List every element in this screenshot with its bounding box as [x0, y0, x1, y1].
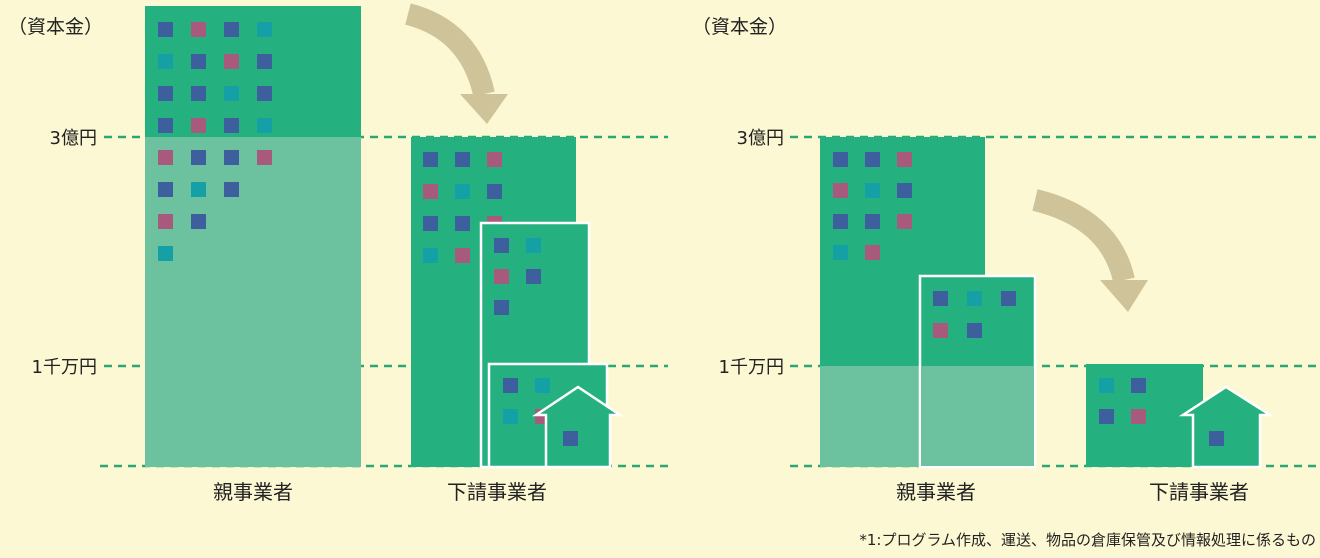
window: [967, 291, 982, 306]
window: [897, 152, 912, 167]
left-house-window: [563, 431, 578, 446]
window: [158, 214, 173, 229]
left-sub-label: 下請事業者: [447, 480, 547, 504]
right-house-icon: [1178, 385, 1275, 469]
window: [865, 183, 880, 198]
window: [833, 245, 848, 260]
window: [503, 409, 518, 424]
window: [455, 184, 470, 199]
window: [158, 150, 173, 165]
window: [494, 238, 509, 253]
window: [423, 248, 438, 263]
window: [191, 86, 206, 101]
right-parent-label: 親事業者: [896, 480, 976, 504]
right-parent-building-bottom: [820, 366, 920, 467]
window: [224, 118, 239, 133]
window: [526, 269, 541, 284]
window: [423, 184, 438, 199]
window: [158, 182, 173, 197]
window: [897, 214, 912, 229]
left-arrow-head-icon: [460, 94, 508, 124]
window: [158, 118, 173, 133]
window: [833, 214, 848, 229]
window: [1001, 291, 1016, 306]
window: [191, 182, 206, 197]
left-sub-middle-windows: [494, 238, 541, 315]
left-level-low-label: 1千万円: [32, 357, 97, 378]
window: [1131, 409, 1146, 424]
window: [455, 152, 470, 167]
left-house-icon: [531, 385, 625, 469]
window: [191, 22, 206, 37]
window: [494, 269, 509, 284]
window: [535, 378, 550, 393]
window: [1099, 378, 1114, 393]
window: [257, 86, 272, 101]
right-parent-annex-lower: [921, 366, 1034, 466]
left-axis-unit: （資本金）: [8, 16, 103, 38]
window: [191, 150, 206, 165]
left-panel: （資本金） 3億円 1千万円 親事業者 下請事業者: [8, 3, 668, 504]
window: [191, 118, 206, 133]
window: [503, 378, 518, 393]
window: [257, 150, 272, 165]
window: [1131, 378, 1146, 393]
right-sub-label: 下請事業者: [1149, 480, 1249, 504]
window: [933, 323, 948, 338]
right-house-window: [1209, 431, 1224, 446]
left-parent-building-bottom: [145, 137, 361, 467]
window: [833, 152, 848, 167]
right-arrow-head-icon: [1100, 280, 1148, 312]
window: [487, 184, 502, 199]
window: [191, 214, 206, 229]
right-parent-windows: [833, 152, 912, 260]
window: [191, 54, 206, 69]
window: [224, 22, 239, 37]
left-level-high-label: 3億円: [50, 128, 97, 149]
window: [833, 183, 848, 198]
window: [158, 246, 173, 261]
right-axis-unit: （資本金）: [692, 16, 787, 38]
window: [423, 216, 438, 231]
window: [224, 54, 239, 69]
window: [423, 152, 438, 167]
right-panel: （資本金） 3億円 1千万円 親事業者 下請事業者: [692, 16, 1318, 504]
left-sub-tall-windows: [423, 152, 502, 263]
window: [224, 150, 239, 165]
left-arrow-icon: [404, 3, 495, 97]
right-sub-windows: [1099, 378, 1146, 424]
left-parent-windows: [158, 22, 272, 261]
window: [933, 291, 948, 306]
window: [455, 248, 470, 263]
window: [865, 152, 880, 167]
window: [158, 54, 173, 69]
window: [1099, 409, 1114, 424]
window: [455, 216, 470, 231]
footnote: *1:プログラム作成、運送、物品の倉庫保管及び情報処理に係るもの: [859, 531, 1316, 549]
right-annex-windows: [933, 291, 1016, 338]
window: [224, 182, 239, 197]
window: [257, 118, 272, 133]
window: [158, 86, 173, 101]
window: [526, 238, 541, 253]
window: [224, 86, 239, 101]
window: [865, 245, 880, 260]
right-level-low-label: 1千万円: [719, 357, 784, 378]
window: [494, 300, 509, 315]
window: [967, 323, 982, 338]
left-parent-building-top: [145, 6, 361, 137]
window: [897, 183, 912, 198]
window: [257, 22, 272, 37]
right-level-high-label: 3億円: [737, 128, 784, 149]
window: [158, 22, 173, 37]
left-parent-label: 親事業者: [213, 480, 293, 504]
right-arrow-icon: [1032, 189, 1135, 283]
window: [487, 152, 502, 167]
window: [865, 214, 880, 229]
window: [257, 54, 272, 69]
